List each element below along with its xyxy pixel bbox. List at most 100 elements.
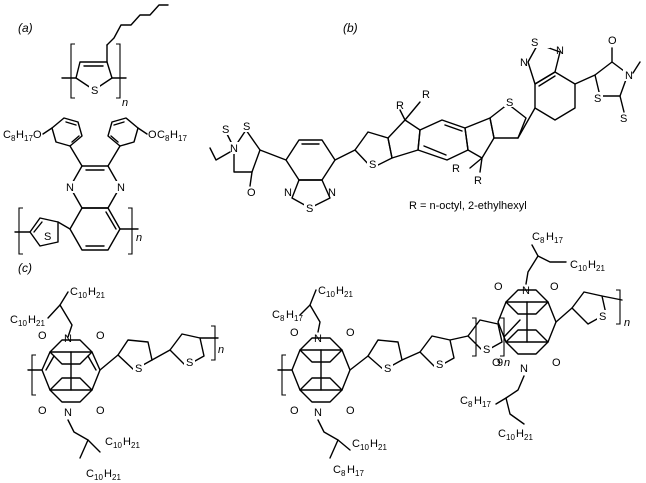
p3ht-right-bracket xyxy=(116,43,121,99)
right-btd-sulfur: S xyxy=(531,37,538,49)
tq1-nitrogen-left: N xyxy=(66,182,74,194)
left-rhodanine-thione-s: S xyxy=(222,124,229,136)
svg-text:17: 17 xyxy=(178,134,187,143)
svg-text:10: 10 xyxy=(506,433,515,442)
tq1-right-oxygen: O xyxy=(148,129,157,141)
svg-text:S: S xyxy=(384,363,391,375)
left-rhodanine-ring-s: S xyxy=(243,121,250,133)
svg-text:O: O xyxy=(492,357,501,369)
svg-text:17: 17 xyxy=(554,236,563,245)
tq1-left-bracket xyxy=(18,207,23,255)
panel-c-label: (c) xyxy=(18,261,32,275)
svg-text:C: C xyxy=(352,438,360,450)
svg-text:C: C xyxy=(10,314,18,326)
tq1-thiophene-ring xyxy=(29,217,59,247)
svg-text:C: C xyxy=(570,259,578,271)
copolymer-thiophene-4 xyxy=(571,291,607,325)
left-ndi-thiophene-1 xyxy=(117,339,153,371)
svg-text:R: R xyxy=(474,175,482,187)
svg-text:n: n xyxy=(504,357,510,369)
svg-text:O: O xyxy=(346,327,355,339)
tq1-right-phenyl xyxy=(107,117,139,147)
svg-text:H: H xyxy=(16,129,24,141)
left-rhodanine-nitrogen: N xyxy=(230,143,238,155)
left-thiophene-sulfur: S xyxy=(369,159,376,171)
svg-text:8: 8 xyxy=(11,134,16,143)
svg-text:10: 10 xyxy=(113,441,122,450)
idt-right-cyclopenta-ring xyxy=(464,117,495,159)
svg-text:17: 17 xyxy=(482,400,491,409)
idt-left-cyclopenta-ring xyxy=(387,119,421,159)
svg-text:n: n xyxy=(624,317,630,329)
left-rhodanine-oxygen: O xyxy=(247,187,256,199)
svg-text:S: S xyxy=(135,363,142,375)
right-btd-benzo-ring xyxy=(534,71,576,121)
svg-text:O: O xyxy=(96,405,105,417)
svg-text:H: H xyxy=(347,464,355,476)
p3ht-hexyl-chain xyxy=(106,4,169,46)
tq1-right-bracket xyxy=(128,207,133,255)
copolymer-thiophene-1 xyxy=(367,339,403,371)
svg-text:10: 10 xyxy=(78,291,87,300)
svg-text:8: 8 xyxy=(540,236,545,245)
svg-text:17: 17 xyxy=(24,134,33,143)
tq1-repeat-n: n xyxy=(136,232,142,244)
p3ht-thiophene-ring xyxy=(75,61,113,91)
svg-text:10: 10 xyxy=(326,290,335,299)
p3ht-repeat-n: n xyxy=(122,97,128,109)
svg-text:8: 8 xyxy=(165,134,170,143)
svg-text:H: H xyxy=(88,286,96,298)
tq1-benzo-ring xyxy=(69,207,121,251)
svg-text:H: H xyxy=(286,309,294,321)
tq1-pyrazine-ring xyxy=(69,165,121,209)
svg-text:21: 21 xyxy=(524,433,533,442)
svg-text:21: 21 xyxy=(378,443,387,452)
right-rhodanine-thione-s: S xyxy=(620,113,627,125)
panel-c: (c) C 10 H 21 C 10 H 21 O N O O xyxy=(10,231,630,482)
svg-text:R: R xyxy=(396,100,404,112)
svg-text:C: C xyxy=(105,436,113,448)
svg-text:N: N xyxy=(328,187,336,199)
left-ndi-thiophene-2 xyxy=(169,333,205,367)
right-thiophene-sulfur: S xyxy=(506,97,513,109)
tq1-left-phenyl xyxy=(51,117,83,147)
svg-text:C: C xyxy=(498,428,506,440)
svg-text:C: C xyxy=(460,395,468,407)
tq1-left-alkoxy-c: C xyxy=(3,129,11,141)
svg-text:10: 10 xyxy=(18,319,27,328)
svg-text:R: R xyxy=(452,163,460,175)
svg-text:S: S xyxy=(186,357,193,369)
svg-text:N: N xyxy=(556,45,564,57)
svg-text:N: N xyxy=(314,333,322,345)
svg-text:C: C xyxy=(272,309,280,321)
svg-text:O: O xyxy=(96,330,105,342)
svg-text:C: C xyxy=(333,464,341,476)
svg-text:O: O xyxy=(552,357,561,369)
p3ht-left-bracket xyxy=(70,43,75,99)
svg-text:H: H xyxy=(516,428,524,440)
svg-text:H: H xyxy=(28,314,36,326)
svg-text:C: C xyxy=(86,468,94,480)
panel-a-label: (a) xyxy=(18,21,33,35)
svg-text:C: C xyxy=(70,286,78,298)
svg-text:21: 21 xyxy=(36,319,45,328)
left-btd-benzo-ring xyxy=(285,139,336,181)
svg-text:H: H xyxy=(370,438,378,450)
svg-text:21: 21 xyxy=(344,290,353,299)
svg-text:N: N xyxy=(522,285,530,297)
svg-text:N: N xyxy=(520,363,528,375)
p3ht-sulfur: S xyxy=(91,85,98,97)
svg-text:21: 21 xyxy=(596,264,605,273)
svg-text:O: O xyxy=(290,327,299,339)
svg-text:S: S xyxy=(599,311,606,323)
panel-b-label: (b) xyxy=(343,21,358,35)
svg-text:C: C xyxy=(318,285,326,297)
copolymer-thiophene-2 xyxy=(419,335,455,369)
svg-text:N: N xyxy=(314,407,322,419)
tq1-sulfur: S xyxy=(44,231,51,243)
right-rhodanine-nitrogen: N xyxy=(625,70,633,82)
svg-text:21: 21 xyxy=(112,473,121,482)
svg-text:O: O xyxy=(550,281,559,293)
svg-text:H: H xyxy=(546,231,554,243)
